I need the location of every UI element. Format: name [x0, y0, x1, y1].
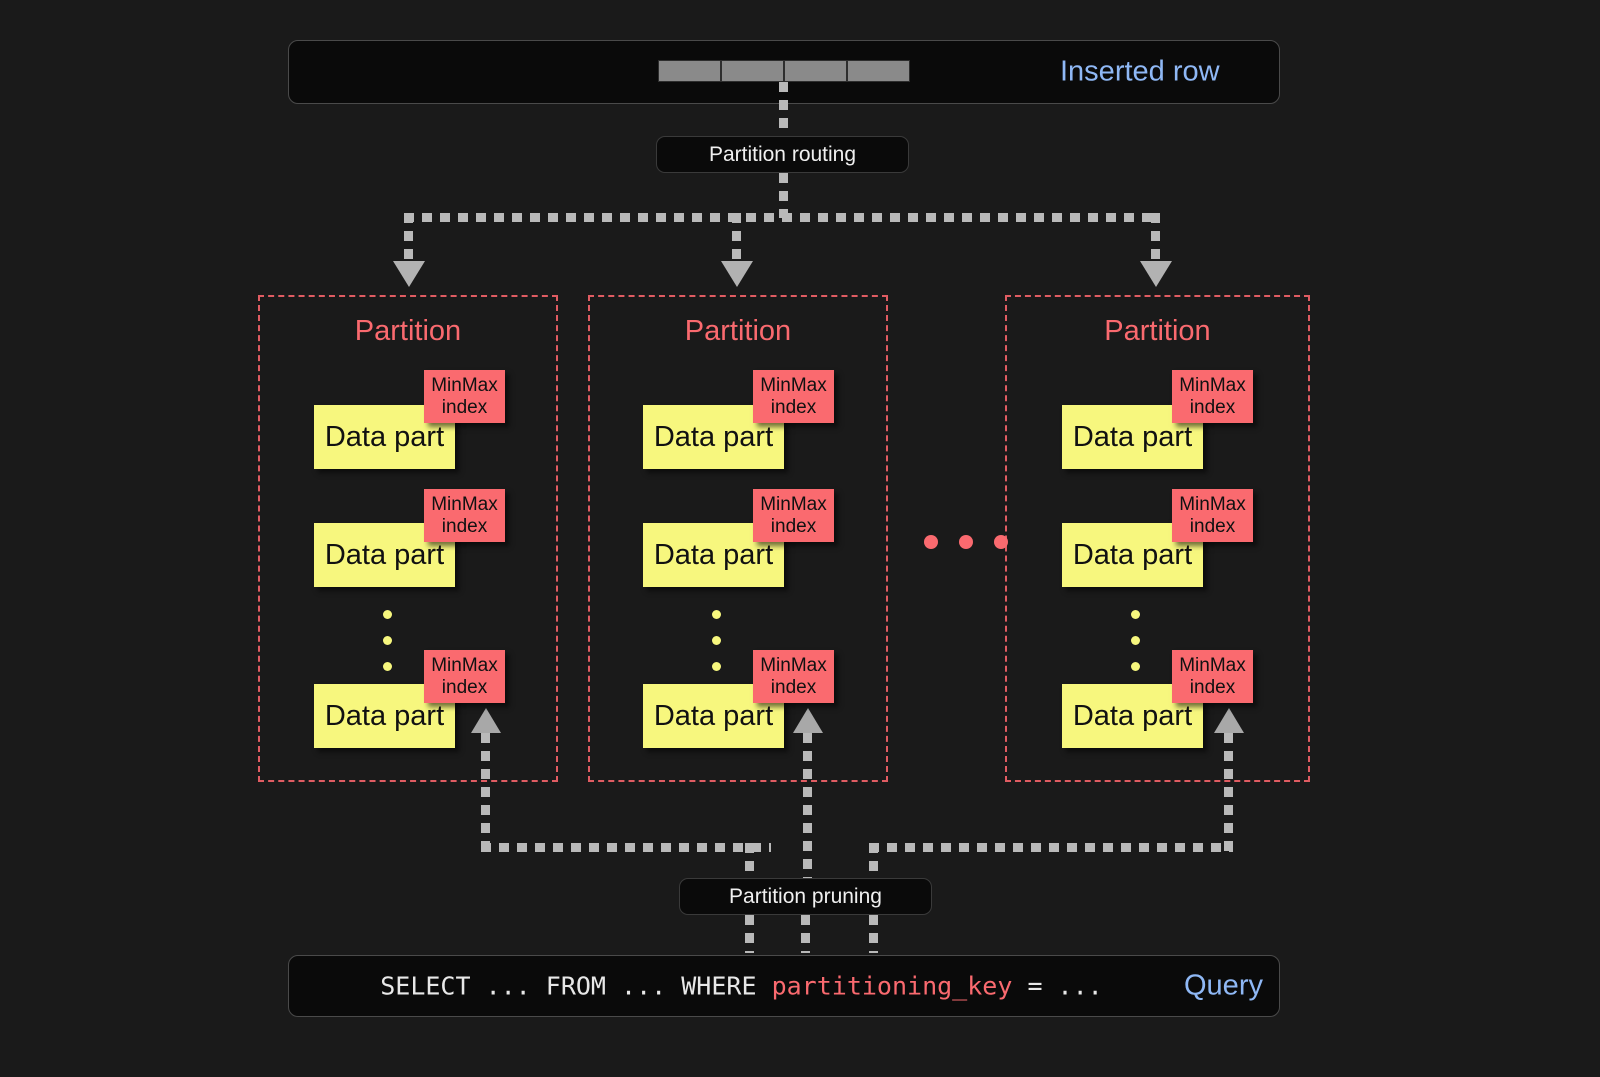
data-part-ellipsis-1 [383, 610, 392, 688]
partition-1: Partition [258, 295, 558, 782]
ellipsis-dot [1131, 636, 1140, 645]
arrow-down-partition-2 [721, 261, 753, 287]
ellipsis-dot [712, 610, 721, 619]
pruning-bus-right [869, 843, 1233, 852]
query-suffix: = ... [1012, 971, 1103, 1001]
partition-ellipsis [924, 535, 1008, 549]
ellipsis-dot [383, 662, 392, 671]
connector-row-to-routing [779, 82, 788, 140]
inserted-row-label: Inserted row [1060, 55, 1220, 88]
connector-bus-to-partition-3 [1151, 213, 1160, 263]
data-part-3-2: Data part [1062, 523, 1203, 587]
ellipsis-dot [924, 535, 938, 549]
row-cell [658, 60, 721, 82]
partition-pruning-label: Partition pruning [729, 884, 882, 908]
query-bar [288, 955, 1280, 1017]
ellipsis-dot [1131, 610, 1140, 619]
ellipsis-dot [383, 610, 392, 619]
connector-partition-2-to-pruning [803, 733, 812, 913]
connector-pruning-to-query-3 [869, 915, 878, 953]
data-part-1-1: Data part [314, 405, 455, 469]
partition-pruning-box: Partition pruning [679, 878, 932, 915]
connector-pruning-to-query-1 [745, 915, 754, 953]
connector-partition-1-to-pruning [481, 733, 490, 852]
pruning-bus-left [481, 843, 771, 852]
row-cell [847, 60, 910, 82]
partition-routing-box: Partition routing [656, 136, 909, 173]
ellipsis-dot [994, 535, 1008, 549]
partition-routing-label: Partition routing [708, 142, 857, 166]
connector-routing-to-bus [779, 173, 788, 218]
arrow-down-partition-1 [393, 261, 425, 287]
ellipsis-dot [1131, 662, 1140, 671]
connector-bus-right-down [869, 843, 878, 880]
arrow-up-partition-2 [793, 708, 823, 733]
query-partitioning-key: partitioning_key [771, 971, 1013, 1001]
arrow-up-partition-1 [471, 708, 501, 733]
query-text: SELECT ... FROM ... WHERE partitioning_k… [320, 943, 1103, 1030]
connector-bus-to-partition-2 [732, 213, 741, 263]
data-part-3-3: Data part [1062, 684, 1203, 748]
arrow-down-partition-3 [1140, 261, 1172, 287]
partition-title: Partition [684, 315, 792, 347]
connector-partition-3-to-pruning [1224, 733, 1233, 852]
ellipsis-dot [712, 636, 721, 645]
data-part-ellipsis-2 [712, 610, 721, 688]
partition-title: Partition [354, 315, 462, 347]
connector-bus-to-partition-1 [404, 213, 413, 263]
partition-title: Partition [1104, 315, 1211, 347]
ellipsis-dot [383, 636, 392, 645]
ellipsis-dot [959, 535, 973, 549]
partition-2: Partition [588, 295, 888, 782]
connector-bus-left-down [745, 843, 754, 880]
row-cell [784, 60, 847, 82]
inserted-row-cells [658, 60, 910, 82]
ellipsis-dot [712, 662, 721, 671]
query-prefix: SELECT ... FROM ... WHERE [380, 971, 772, 1001]
routing-bus-line [404, 213, 1160, 222]
data-part-ellipsis-3 [1131, 610, 1140, 688]
query-label: Query [1184, 969, 1263, 1002]
row-cell [721, 60, 784, 82]
arrow-up-partition-3 [1214, 708, 1244, 733]
connector-pruning-to-query-2 [801, 915, 810, 953]
